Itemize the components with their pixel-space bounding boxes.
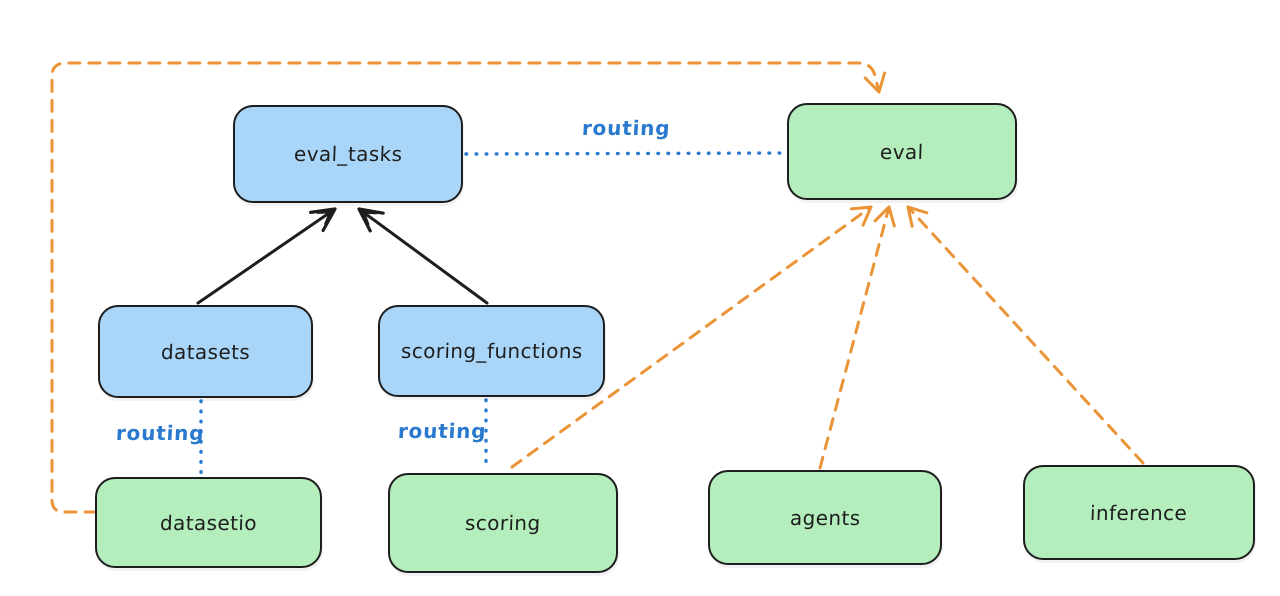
node-scoring_functions: scoring_functions bbox=[378, 305, 605, 397]
node-eval_tasks-label: eval_tasks bbox=[293, 142, 403, 166]
node-scoring: scoring bbox=[388, 473, 618, 573]
node-eval_tasks: eval_tasks bbox=[233, 105, 463, 203]
node-datasets-label: datasets bbox=[160, 339, 251, 364]
node-datasets: datasets bbox=[98, 305, 313, 398]
edge-eval_tasks-to-eval-routing bbox=[464, 151, 788, 156]
edge-label-routing-datasets-datasetio: routing bbox=[115, 421, 206, 445]
node-datasetio-label: datasetio bbox=[159, 510, 258, 535]
node-agents-label: agents bbox=[789, 505, 861, 530]
edge-label-routing-eval_tasks-eval: routing bbox=[581, 116, 672, 140]
node-agents: agents bbox=[708, 470, 942, 565]
edge-datasetio-to-eval bbox=[50, 61, 887, 514]
node-datasetio: datasetio bbox=[95, 477, 322, 568]
node-scoring-label: scoring bbox=[464, 511, 542, 535]
node-scoring_functions-label: scoring_functions bbox=[400, 339, 583, 363]
edge-scoring_functions-to-eval_tasks bbox=[357, 207, 489, 305]
node-eval-label: eval bbox=[879, 139, 925, 164]
node-inference-label: inference bbox=[1089, 500, 1189, 525]
node-eval: eval bbox=[787, 103, 1017, 200]
edge-agents-to-eval bbox=[818, 205, 896, 470]
node-inference: inference bbox=[1023, 465, 1255, 560]
edge-inference-to-eval bbox=[906, 205, 1145, 465]
edge-label-routing-scoring_functions-scoring: routing bbox=[397, 419, 488, 443]
edge-datasets-to-eval_tasks bbox=[196, 207, 337, 305]
edge-scoring-to-eval bbox=[510, 205, 873, 469]
